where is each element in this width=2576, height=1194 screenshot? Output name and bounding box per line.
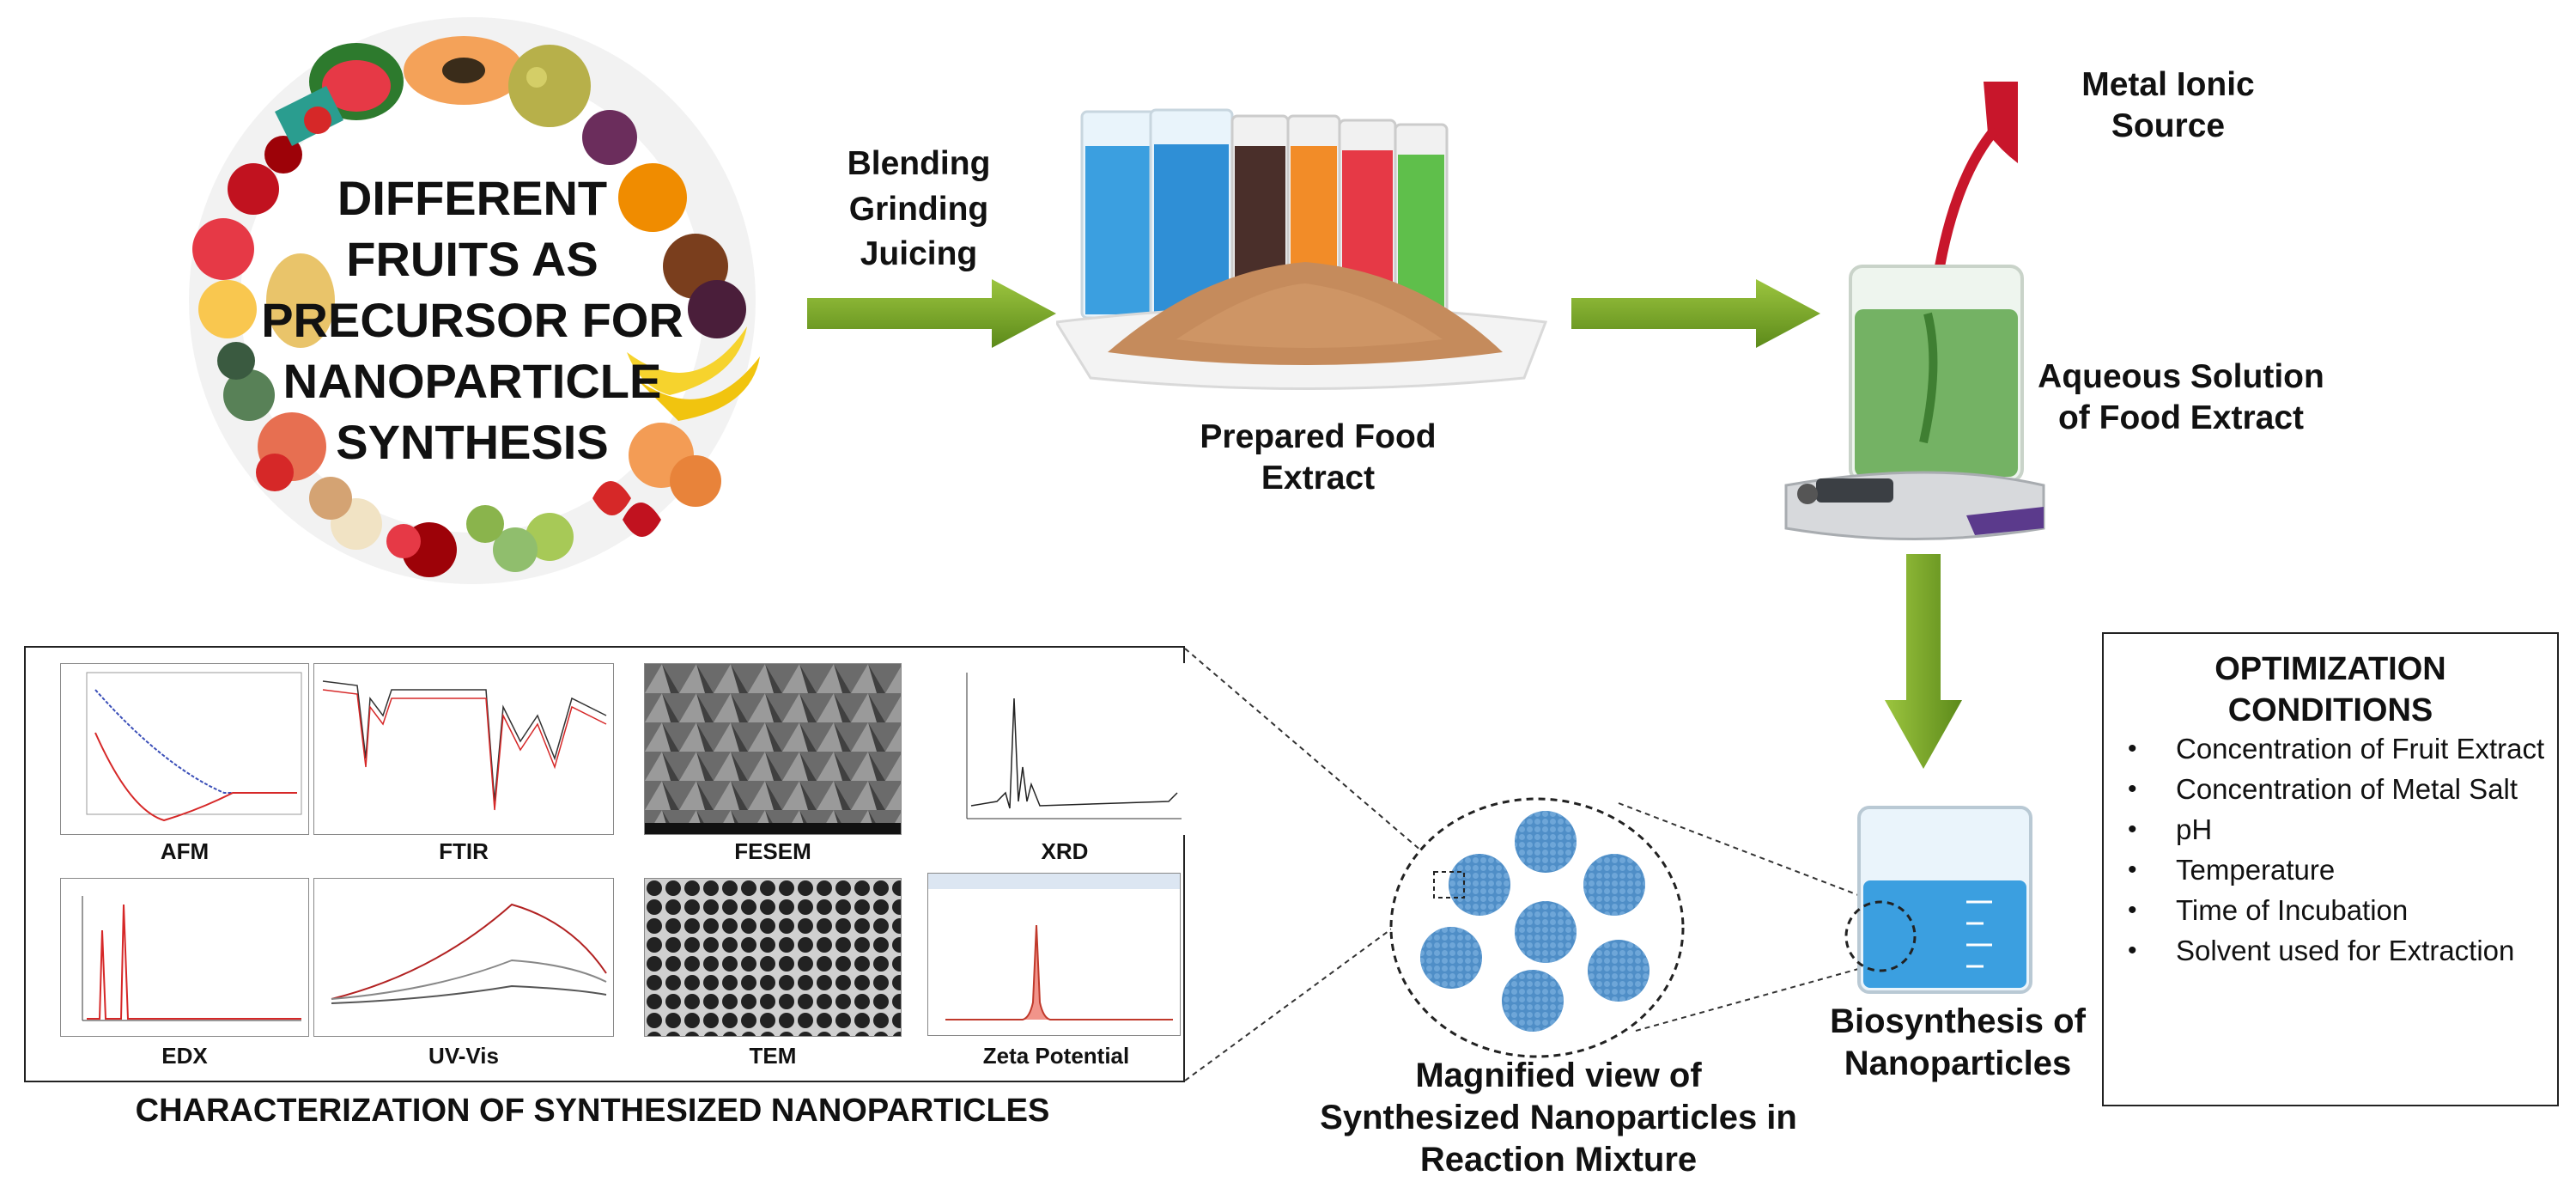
nanoparticle-cluster (1420, 811, 1649, 1032)
characterization-panel: AFM FTIR (24, 646, 1185, 1082)
optimization-item: Temperature (2123, 850, 2552, 890)
tem-tile: TEM (644, 878, 902, 1075)
characterization-title: CHARACTERIZATION OF SYNTHESIZED NANOPART… (135, 1093, 1050, 1129)
arrow-right-icon (807, 279, 1056, 348)
uv-vis-thumbnail (313, 878, 614, 1037)
metal-source-line: Source (2111, 107, 2226, 144)
food-extract-illustration (1056, 94, 1554, 404)
optimization-conditions-box: OPTIMIZATION CONDITIONS Concentration of… (2102, 632, 2559, 1106)
uv-vis-tile: UV-Vis (313, 878, 614, 1075)
edx-thumbnail (60, 878, 309, 1037)
optimization-item: Concentration of Metal Salt (2123, 769, 2552, 809)
magnified-view-label: Magnified view of Synthesized Nanopartic… (1279, 1055, 1838, 1180)
optimization-title-line: CONDITIONS (2227, 691, 2433, 728)
edx-tile: EDX (60, 878, 309, 1075)
zeta-potential-tile: Zeta Potential (927, 873, 1185, 1075)
magnified-view-line: Magnified view of (1415, 1057, 1702, 1094)
process-steps-label: Blending Grinding Juicing (799, 142, 1039, 277)
magnified-view-circle (1387, 795, 1687, 1061)
technique-label: XRD (1041, 838, 1089, 864)
metal-source-label: Metal Ionic Source (2009, 64, 2327, 146)
technique-label: AFM (160, 838, 210, 864)
fruit-title-line: DIFFERENT (337, 171, 608, 225)
fruit-title-line: FRUITS AS (346, 232, 598, 287)
optimization-item: pH (2123, 809, 2552, 850)
ftir-thumbnail (313, 663, 614, 835)
fesem-tile: FESEM (644, 663, 902, 869)
biosynthesis-beaker-illustration (1838, 803, 2052, 1001)
prepared-extract-line: Prepared Food (1200, 418, 1437, 455)
fruit-ring-fruits (189, 17, 760, 584)
tem-thumbnail (644, 878, 902, 1037)
biosynthesis-line: Nanoparticles (1844, 1044, 2072, 1082)
biosynthesis-line: Biosynthesis of (1830, 1002, 2086, 1040)
technique-label: TEM (749, 1043, 797, 1069)
prepared-extract-label: Prepared Food Extract (1133, 417, 1503, 498)
technique-label: EDX (161, 1043, 208, 1069)
stirrer-beaker-illustration (1769, 82, 2052, 545)
magnified-view-line: Reaction Mixture (1419, 1140, 1698, 1179)
magnified-view-line: Synthesized Nanoparticles in (1320, 1098, 1797, 1136)
optimization-item: Concentration of Fruit Extract (2123, 728, 2552, 769)
optimization-title-line: OPTIMIZATION (2215, 651, 2446, 687)
arrow-down-icon (1885, 554, 1962, 769)
aqueous-solution-line: of Food Extract (2057, 399, 2304, 436)
fruit-title-line: PRECURSOR FOR (261, 293, 683, 348)
prepared-extract-line: Extract (1261, 459, 1376, 496)
zeta-potential-thumbnail (927, 873, 1181, 1036)
process-step: Juicing (860, 235, 978, 273)
fruit-ring-title: DIFFERENT FRUITS AS PRECURSOR FOR NANOPA… (258, 168, 687, 473)
fruit-ring-illustration (146, 17, 799, 584)
fesem-thumbnail (644, 663, 902, 835)
process-step: Blending (847, 145, 991, 182)
afm-tile: AFM (60, 663, 309, 869)
arrow-right-icon (1571, 279, 1820, 348)
aqueous-solution-line: Aqueous Solution (2038, 358, 2324, 395)
fruit-title-line: NANOPARTICLE (283, 354, 662, 409)
juice-glasses (1080, 108, 1449, 322)
optimization-item: Solvent used for Extraction (2123, 930, 2552, 971)
fruit-title-line: SYNTHESIS (336, 415, 609, 470)
aqueous-solution-label: Aqueous Solution of Food Extract (1975, 356, 2387, 438)
technique-label: Zeta Potential (982, 1043, 1130, 1069)
ftir-tile: FTIR (313, 663, 614, 869)
optimization-item: Time of Incubation (2123, 890, 2552, 930)
metal-source-line: Metal Ionic (2081, 66, 2255, 103)
afm-thumbnail (60, 663, 309, 835)
optimization-title: OPTIMIZATION CONDITIONS (2104, 649, 2557, 731)
xrd-thumbnail (945, 663, 1185, 835)
process-step: Grinding (848, 190, 989, 228)
xrd-tile: XRD (945, 663, 1211, 869)
optimization-list: Concentration of Fruit Extract Concentra… (2123, 728, 2552, 971)
technique-label: FESEM (734, 838, 811, 864)
technique-label: FTIR (439, 838, 489, 864)
biosynthesis-label: Biosynthesis of Nanoparticles (1795, 1001, 2121, 1085)
technique-label: UV-Vis (428, 1043, 499, 1069)
